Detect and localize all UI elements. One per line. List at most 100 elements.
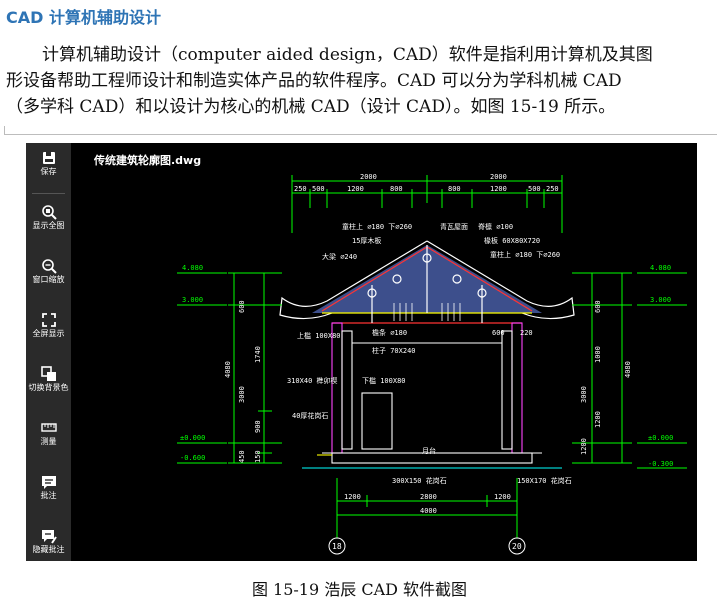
file-name: 传统建筑轮廓图.dwg: [94, 154, 202, 167]
left-dimensions: [228, 272, 282, 464]
callout-label: 600: [492, 329, 505, 337]
right-dimensions: [572, 272, 632, 464]
cad-drawing-canvas[interactable]: 2000 2000 250 500 1200 800 800 1200 500 …: [172, 163, 692, 558]
paragraph-line-1: 计算机辅助设计（computer aided design，CAD）软件是指利用…: [42, 45, 653, 65]
comment-button[interactable]: 批注: [26, 470, 71, 520]
callout-label: 300X150 花岗石: [392, 476, 447, 485]
callout-label: 15厚木板: [352, 236, 381, 245]
dim-label: 800: [448, 185, 461, 193]
dim-label: 4080: [224, 361, 232, 378]
dim-label: 450: [238, 450, 246, 463]
bottom-dimension-labels: 1200 2800 1200 4000: [344, 493, 511, 515]
callout-label: 150X170 花岗石: [517, 476, 572, 485]
fullscreen-label: 全屏显示: [32, 329, 65, 338]
left-elevations: 4.080 3.000 ±0.000 -0.600: [180, 264, 205, 462]
callout-label: 月台: [422, 446, 436, 455]
callout-label: 大梁 ∅240: [322, 252, 357, 261]
callout-label: 柱子 70X240: [372, 346, 416, 355]
left-elevation-lines: [177, 272, 227, 464]
callout-label: 40厚花岗石: [292, 411, 328, 420]
switch-background-icon: [40, 366, 56, 381]
left-dimension-labels: 600 4080 1740 3000 900 450 150: [224, 300, 262, 463]
zoom-window-label: 窗口缩放: [32, 275, 65, 284]
dim-label: 600: [238, 300, 246, 313]
dim-label: 250: [546, 185, 559, 193]
zoom-extents-icon: [41, 205, 57, 220]
dim-label: 1200: [344, 493, 361, 501]
dim-label: 1200: [594, 411, 602, 428]
dim-label: 2000: [490, 173, 507, 181]
save-label: 保存: [40, 167, 57, 176]
dim-label: 1200: [494, 493, 511, 501]
callout-label: 青瓦屋面: [440, 222, 468, 231]
dim-label: 250: [294, 185, 307, 193]
elevation-label: 4.080: [182, 264, 203, 272]
dim-label: 600: [594, 300, 602, 313]
elevation-label: 3.000: [182, 296, 203, 304]
section-heading: CAD 计算机辅助设计: [6, 8, 161, 27]
wall-structure: [302, 322, 562, 469]
elevation-label: ±0.000: [180, 434, 205, 442]
dim-label: 3000: [238, 386, 246, 403]
hide-comment-button[interactable]: 隐藏批注: [26, 524, 71, 574]
save-icon: [42, 152, 55, 164]
callout-label: 檐条 ∅180: [372, 328, 407, 337]
axis-label: 18: [332, 542, 342, 551]
cad-viewer: 保存 显示全图 窗口缩放 全屏显示 切换背景色 测量 批注 隐藏批注: [26, 143, 697, 561]
callout-labels: 童柱上 ∅180 下∅260 15厚木板 大梁 ∅240 青瓦屋面 脊檩 ∅10…: [287, 222, 572, 485]
comment-icon: [41, 476, 56, 489]
viewer-toolbar: 保存 显示全图 窗口缩放 全屏显示 切换背景色 测量 批注 隐藏批注: [26, 143, 71, 561]
measure-label: 测量: [40, 437, 57, 446]
top-dimension-labels: 2000 2000 250 500 1200 800 800 1200 500 …: [294, 173, 559, 193]
roof-structure: [279, 240, 575, 324]
dim-label: 1200: [490, 185, 507, 193]
callout-label: 童柱上 ∅180 下∅260: [342, 222, 412, 231]
dim-label: 500: [528, 185, 541, 193]
toolbar-divider: [32, 193, 65, 194]
dim-label: 1000: [594, 346, 602, 363]
fullscreen-button[interactable]: 全屏显示: [26, 308, 71, 358]
zoom-window-icon: [41, 259, 57, 274]
right-elevation-lines: [637, 272, 687, 469]
dim-label: 4000: [420, 507, 437, 515]
dim-label: 150: [254, 450, 262, 463]
dim-label: 900: [254, 420, 262, 433]
elevation-label: -0.300: [648, 460, 673, 468]
elevation-label: 4.080: [650, 264, 671, 272]
switch-background-button[interactable]: 切换背景色: [26, 362, 71, 412]
hide-comment-icon: [41, 530, 57, 544]
right-dimension-labels: 600 4080 1000 3000 1200 1200: [580, 300, 632, 455]
divider: [4, 134, 717, 135]
paragraph-line-3: （多学科 CAD）和以设计为核心的机械 CAD（设计 CAD）。如图 15-19…: [6, 97, 616, 117]
callout-label: 310X40 榫卯楔: [287, 376, 338, 385]
callout-label: 220: [520, 329, 533, 337]
right-elevations: 4.080 3.000 ±0.000 -0.300: [648, 264, 673, 468]
hide-comment-label: 隐藏批注: [32, 545, 65, 554]
comment-label: 批注: [40, 491, 57, 500]
save-button[interactable]: 保存: [26, 146, 71, 196]
elevation-label: 3.000: [650, 296, 671, 304]
switch-background-label: 切换背景色: [28, 383, 69, 392]
callout-label: 脊檩 ∅100: [478, 222, 513, 231]
dim-label: 1200: [347, 185, 364, 193]
zoom-window-button[interactable]: 窗口缩放: [26, 254, 71, 304]
top-dimensions: [291, 175, 563, 233]
zoom-extents-button[interactable]: 显示全图: [26, 200, 71, 250]
callout-label: 椽板 60X80X720: [484, 236, 540, 245]
elevation-label: -0.600: [180, 454, 205, 462]
grid-axis-markers: 18 20: [328, 537, 526, 555]
elevation-label: ±0.000: [648, 434, 673, 442]
callout-label: 上槛 100X80: [297, 331, 341, 340]
paragraph-line-2: 形设备帮助工程师设计和制造实体产品的软件程序。CAD 可以分为学科机械 CAD: [6, 71, 622, 91]
fullscreen-icon: [41, 313, 56, 327]
dim-label: 2800: [420, 493, 437, 501]
measure-button[interactable]: 测量: [26, 416, 71, 466]
dim-label: 500: [312, 185, 325, 193]
axis-label: 20: [512, 542, 522, 551]
figure-caption: 图 15-19 浩辰 CAD 软件截图: [251, 580, 468, 599]
body-paragraph: 计算机辅助设计（computer aided design，CAD）软件是指利用…: [6, 42, 714, 120]
zoom-extents-label: 显示全图: [32, 221, 65, 230]
ruler-icon: [40, 423, 57, 432]
dim-label: 1740: [254, 346, 262, 363]
dim-label: 3000: [580, 386, 588, 403]
